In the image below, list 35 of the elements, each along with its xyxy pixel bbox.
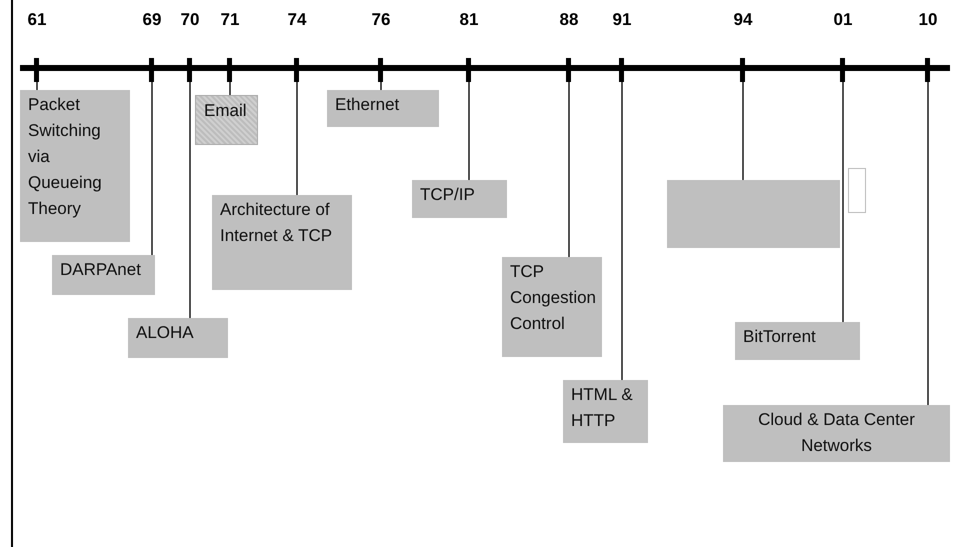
event-box: DARPAnet: [52, 255, 155, 295]
event-box: [667, 180, 840, 248]
event-box: Architecture of Internet & TCP: [212, 195, 352, 290]
leader-line: [742, 82, 744, 180]
event-box: Packet Switching via Queueing Theory: [20, 90, 130, 242]
leader-line: [621, 82, 623, 380]
event-box: Cloud & Data Center Networks: [723, 405, 950, 462]
year-label: 88: [558, 10, 580, 30]
event-box: TCP Congestion Control: [502, 257, 602, 357]
year-label: 71: [220, 10, 240, 30]
leader-line: [151, 82, 153, 255]
event-box: TCP/IP: [412, 180, 507, 218]
event-box: ALOHA: [128, 318, 228, 358]
event-box: Ethernet: [327, 90, 439, 127]
leader-line: [927, 82, 929, 405]
leader-line: [229, 82, 231, 95]
event-box: Email: [195, 95, 258, 145]
year-label: 69: [142, 10, 162, 30]
year-label: 01: [832, 10, 854, 30]
empty-box: [848, 168, 866, 213]
event-box: HTML & HTTP: [563, 380, 648, 443]
leader-line: [842, 82, 844, 322]
leader-line: [468, 82, 470, 180]
year-label: 81: [458, 10, 480, 30]
leader-line: [296, 82, 298, 195]
event-box: BitTorrent: [735, 322, 860, 360]
year-label: 91: [612, 10, 632, 30]
year-label: 10: [918, 10, 938, 30]
year-label: 74: [286, 10, 308, 30]
year-label: 61: [26, 10, 48, 30]
year-label: 94: [732, 10, 754, 30]
year-label: 70: [180, 10, 200, 30]
leader-line: [189, 82, 191, 318]
leader-line: [568, 82, 570, 257]
year-label: 76: [370, 10, 392, 30]
